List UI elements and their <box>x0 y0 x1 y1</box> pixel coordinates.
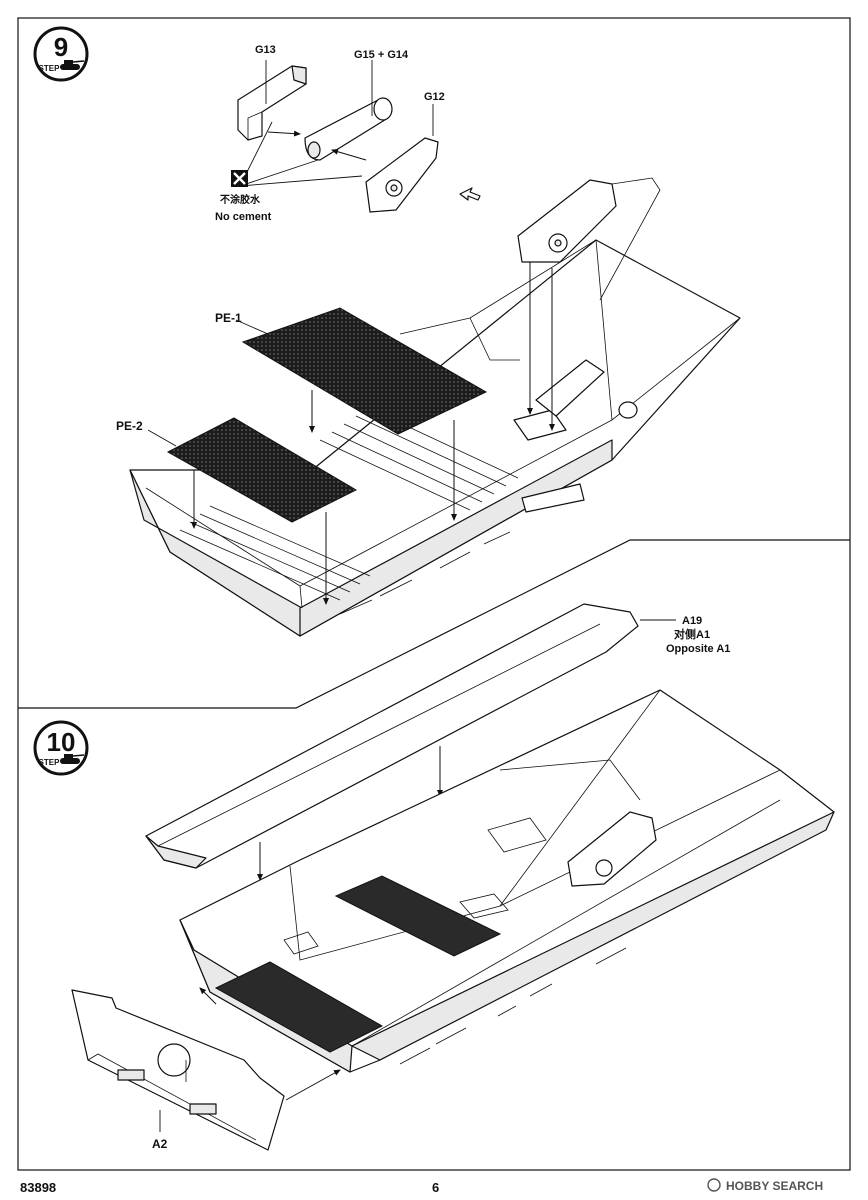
no-cement-cn: 不涂胶水 <box>220 193 261 206</box>
photo-etch-pe1 <box>235 307 488 521</box>
watermark-text: HOBBY SEARCH <box>726 1179 823 1193</box>
hull-step10 <box>179 689 835 1073</box>
step-9-number: 9 <box>54 32 68 62</box>
label-g13: G13 <box>255 44 276 56</box>
label-a19-cn: 对侧A1 <box>674 627 710 641</box>
label-pe1: PE-1 <box>215 311 242 325</box>
label-pe2: PE-2 <box>116 419 143 433</box>
label-a19-en: Opposite A1 <box>666 643 730 655</box>
step-10-badge: 10 STEP <box>33 720 89 776</box>
part-g15-g14 <box>304 97 393 161</box>
assembly-arrows-step9 <box>239 60 434 187</box>
no-cement-icon <box>231 170 248 187</box>
floor-grate-front <box>334 875 502 957</box>
label-a19: A19 <box>682 615 702 627</box>
part-g13 <box>237 65 307 141</box>
kit-number: 83898 <box>20 1180 56 1195</box>
hobby-search-watermark: HOBBY SEARCH <box>707 1178 823 1193</box>
step-10-label: STEP <box>39 758 61 767</box>
tank-icon <box>60 60 85 70</box>
page-number: 6 <box>432 1180 439 1195</box>
part-a19 <box>145 603 676 881</box>
no-cement-note: 不涂胶水 No cement <box>215 170 272 223</box>
step-10-number: 10 <box>47 727 76 757</box>
label-g12: G12 <box>424 91 445 103</box>
floor-slats <box>179 407 519 601</box>
tank-icon <box>60 754 85 764</box>
photo-etch-pe2 <box>147 417 358 605</box>
floor-grate-rear <box>214 961 384 1053</box>
step-9-label: STEP <box>39 64 61 73</box>
part-g12 <box>365 137 439 213</box>
label-g15-g14: G15 + G14 <box>354 49 409 61</box>
part-a2 <box>71 987 341 1151</box>
step-frames <box>17 17 851 1171</box>
hull-step9 <box>129 239 741 637</box>
direction-arrow-icon <box>459 187 481 201</box>
pillar-assembly <box>517 177 661 431</box>
label-a2: A2 <box>152 1137 168 1151</box>
step-9-badge: 9 STEP <box>33 26 89 82</box>
no-cement-en: No cement <box>215 211 272 223</box>
